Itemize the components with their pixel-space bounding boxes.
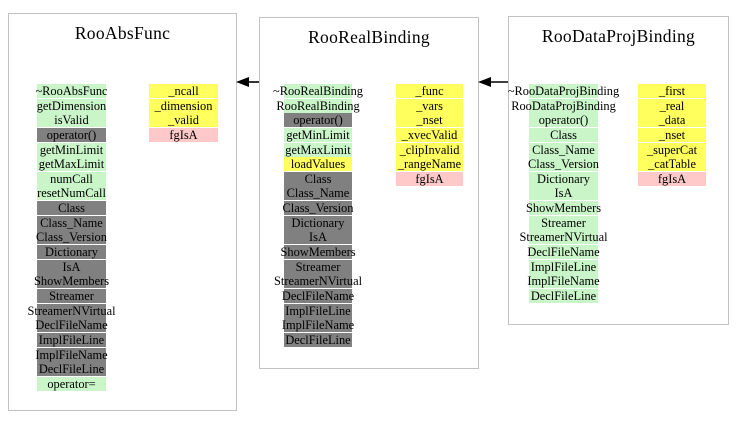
member-_nset[interactable]: _nset	[396, 113, 463, 128]
member-Class_Version[interactable]: Class_Version	[528, 157, 599, 172]
member-DeclFileLine[interactable]: DeclFileLine	[37, 362, 106, 377]
member-_nset[interactable]: _nset	[638, 127, 706, 142]
member-ImplFileName[interactable]: ImplFileName	[35, 347, 108, 362]
member-DeclFileName[interactable]: DeclFileName	[527, 245, 600, 260]
member-_dimension[interactable]: _dimension	[149, 98, 218, 113]
member-getMaxLimit[interactable]: getMaxLimit	[284, 142, 352, 157]
member-Class[interactable]: Class	[284, 171, 352, 186]
inheritance-arrow-dataprojbinding-to-realbinding	[478, 77, 508, 87]
inheritance-arrow-realbinding-to-absfunc	[236, 77, 259, 87]
member-StreamerNVirtual[interactable]: StreamerNVirtual	[27, 303, 116, 318]
member-numCall[interactable]: numCall	[37, 171, 106, 186]
member-DeclFileName[interactable]: DeclFileName	[281, 288, 355, 303]
member-loadValues[interactable]: loadValues	[284, 157, 352, 172]
member-IsA[interactable]: IsA	[284, 230, 352, 245]
member-_clipInvalid[interactable]: _clipInvalid	[396, 142, 463, 157]
member-ShowMembers[interactable]: ShowMembers	[280, 245, 356, 260]
member-getMaxLimit[interactable]: getMaxLimit	[37, 157, 106, 172]
member-operator[interactable]: operator()	[529, 113, 598, 128]
member-Class_Version[interactable]: Class_Version	[36, 230, 107, 245]
member-_ncall[interactable]: _ncall	[149, 84, 218, 98]
class-title: RooAbsFunc	[74, 23, 171, 43]
member-getMinLimit[interactable]: getMinLimit	[37, 142, 106, 157]
member-Streamer[interactable]: Streamer	[37, 288, 106, 303]
member-_data[interactable]: _data	[638, 113, 706, 128]
member-getDimension[interactable]: getDimension	[36, 98, 107, 113]
member-fgIsA[interactable]: fgIsA	[396, 171, 463, 186]
member-Class[interactable]: Class	[37, 201, 106, 216]
member-resetNumCall[interactable]: resetNumCall	[37, 186, 106, 201]
member-getMinLimit[interactable]: getMinLimit	[284, 127, 352, 142]
member-_vars[interactable]: _vars	[396, 98, 463, 113]
arrowhead-icon	[236, 77, 249, 87]
member-~RooDataProjBinding[interactable]: ~RooDataProjBinding	[507, 84, 620, 98]
member-DeclFileName[interactable]: DeclFileName	[35, 318, 108, 333]
member-_xvecValid[interactable]: _xvecValid	[396, 127, 463, 142]
class-title: RooRealBinding	[308, 27, 430, 47]
member-Dictionary[interactable]: Dictionary	[529, 171, 598, 186]
member-ShowMembers[interactable]: ShowMembers	[525, 201, 602, 216]
member-DeclFileLine[interactable]: DeclFileLine	[529, 288, 598, 303]
member-fgIsA[interactable]: fgIsA	[638, 171, 706, 186]
member-_rangeName[interactable]: _rangeName	[396, 157, 463, 172]
member-ImplFileLine[interactable]: ImplFileLine	[529, 259, 598, 274]
class-title: RooDataProjBinding	[541, 26, 696, 46]
member-RooRealBinding[interactable]: RooRealBinding	[276, 98, 360, 113]
member-operator[interactable]: operator()	[37, 127, 106, 142]
member-Class_Version[interactable]: Class_Version	[282, 201, 354, 216]
member-ImplFileLine[interactable]: ImplFileLine	[284, 303, 352, 318]
member-DeclFileLine[interactable]: DeclFileLine	[284, 332, 352, 347]
member-Class_Name[interactable]: Class_Name	[529, 142, 598, 157]
member-_valid[interactable]: _valid	[149, 113, 218, 128]
member-Class_Name[interactable]: Class_Name	[284, 186, 352, 201]
member-IsA[interactable]: IsA	[529, 186, 598, 201]
arrowhead-icon	[478, 77, 491, 87]
member-ImplFileLine[interactable]: ImplFileLine	[37, 332, 106, 347]
member-_first[interactable]: _first	[638, 84, 706, 98]
member-Dictionary[interactable]: Dictionary	[284, 215, 352, 230]
member-_real[interactable]: _real	[638, 98, 706, 113]
member-ShowMembers[interactable]: ShowMembers	[33, 274, 110, 289]
member-_superCat[interactable]: _superCat	[638, 142, 706, 157]
member-StreamerNVirtual[interactable]: StreamerNVirtual	[273, 274, 363, 289]
member-ImplFileName[interactable]: ImplFileName	[527, 274, 600, 289]
member-Class_Name[interactable]: Class_Name	[37, 215, 106, 230]
member-ImplFileName[interactable]: ImplFileName	[281, 318, 355, 333]
member-operator=[interactable]: operator=	[37, 376, 106, 391]
member-Streamer[interactable]: Streamer	[529, 215, 598, 230]
member-~RooRealBinding[interactable]: ~RooRealBinding	[273, 84, 363, 98]
member-operator[interactable]: operator()	[284, 113, 352, 128]
member-~RooAbsFunc[interactable]: ~RooAbsFunc	[35, 84, 108, 98]
member-Streamer[interactable]: Streamer	[284, 259, 352, 274]
member-isValid[interactable]: isValid	[37, 113, 106, 128]
member-fgIsA[interactable]: fgIsA	[149, 127, 218, 142]
field-column: _func_vars_nset_xvecValid_clipInvalid_ra…	[396, 84, 463, 186]
member-Class[interactable]: Class	[529, 127, 598, 142]
member-StreamerNVirtual[interactable]: StreamerNVirtual	[519, 230, 608, 245]
member-_func[interactable]: _func	[396, 84, 463, 98]
member-RooDataProjBinding[interactable]: RooDataProjBinding	[511, 98, 616, 113]
member-IsA[interactable]: IsA	[37, 259, 106, 274]
member-_catTable[interactable]: _catTable	[638, 157, 706, 172]
member-Dictionary[interactable]: Dictionary	[37, 245, 106, 260]
